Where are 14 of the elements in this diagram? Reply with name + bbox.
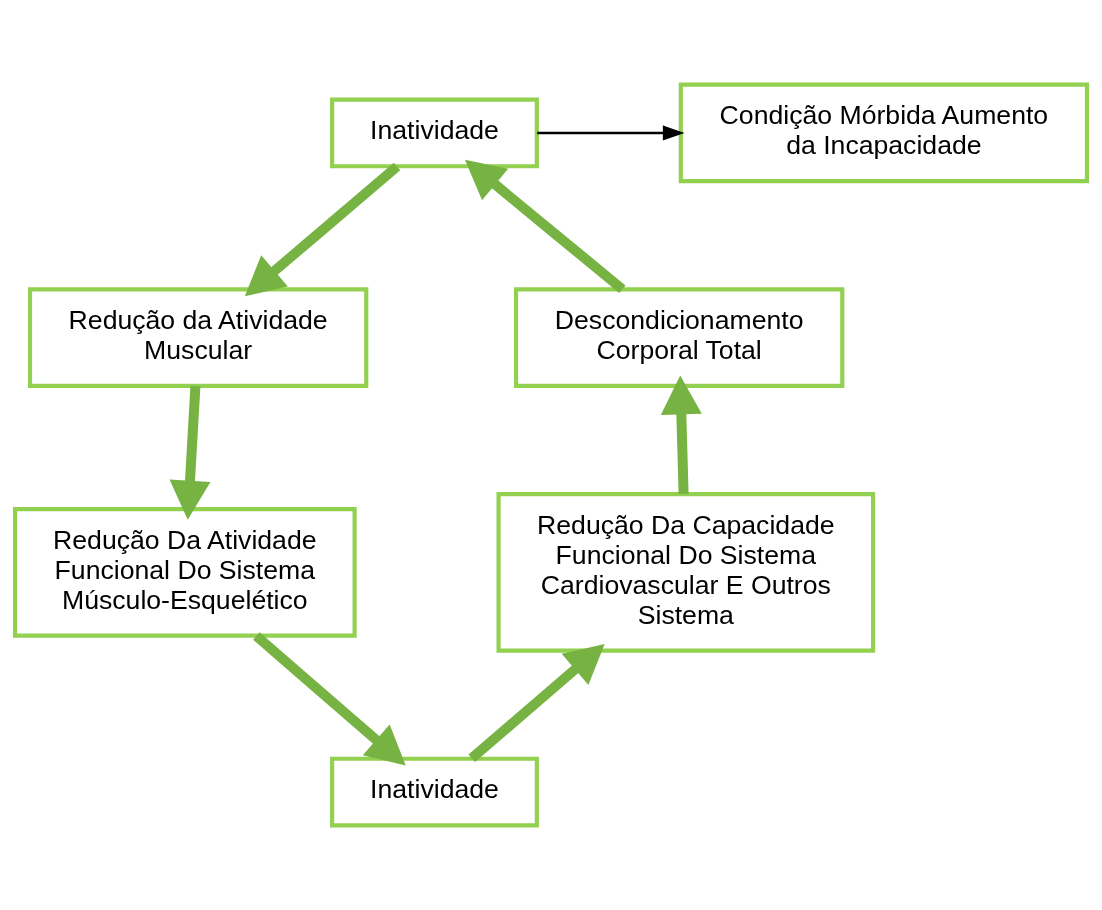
arrow — [537, 125, 685, 141]
arrow — [464, 159, 626, 294]
arrow — [169, 385, 211, 520]
arrow — [660, 375, 702, 495]
node-box: Condição Mórbida Aumento da Incapacidade — [678, 82, 1090, 184]
arrow — [253, 632, 406, 766]
node-box: Inatividade — [330, 97, 539, 169]
node-box: Redução Da Atividade Funcional Do Sistema Músculo-Esquelético — [12, 507, 357, 638]
node-box: Descondicionamento Corporal Total — [513, 287, 845, 388]
arrow — [244, 162, 401, 297]
node-box: Redução da Atividade Muscular — [27, 287, 369, 388]
node-box: Inatividade — [330, 756, 539, 828]
node-box: Redução Da Capacidade Funcional Do Sistema Cardiovascular E Outros Sistema — [496, 492, 876, 653]
arrow — [468, 643, 605, 763]
